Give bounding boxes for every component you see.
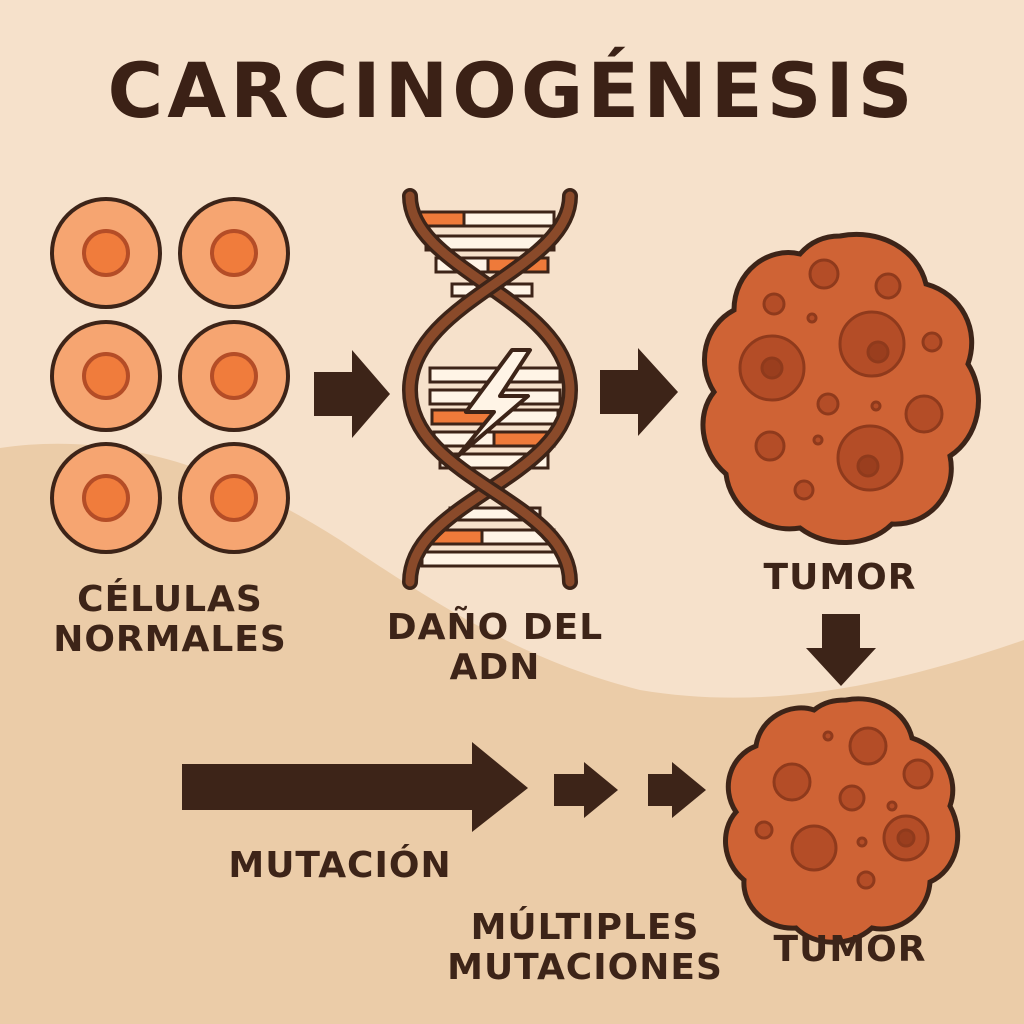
normal-cells-label-line-1: CÉLULAS [77, 579, 263, 620]
normal-cells-label-line-2: NORMALES [53, 619, 287, 661]
arrow-right-icon [648, 762, 706, 818]
dna-double-helix-icon [401, 188, 579, 590]
page-title: CARCINOGÉNESIS [107, 46, 917, 135]
normal-cell-icon [178, 197, 290, 309]
dna-damage-label: DAÑO DEL ADN [350, 607, 640, 689]
arrow-down-icon [806, 614, 876, 686]
normal-cell-icon [50, 197, 162, 309]
tumor-mass-icon [700, 232, 981, 545]
arrow-right-icon [554, 762, 618, 818]
normal-cell-icon [50, 442, 162, 554]
normal-cells-label: CÉLULAS NORMALES [20, 579, 320, 661]
arrow-right-icon [314, 350, 390, 438]
lightning-bolt-icon [456, 348, 532, 458]
multiple-mutations-label: MÚLTIPLES MUTACIONES [400, 907, 770, 989]
normal-cells-group [50, 197, 290, 554]
normal-cell-icon [178, 442, 290, 554]
dna-damage-label-line-1: DAÑO DEL [386, 607, 604, 648]
multiple-mutations-label-line-1: MÚLTIPLES [470, 907, 700, 948]
mutation-label: MUTACIÓN [228, 845, 452, 886]
normal-cell-icon [50, 320, 162, 432]
tumor-label-bottom: TUMOR [773, 929, 927, 970]
normal-cell-icon [178, 320, 290, 432]
multiple-mutations-label-line-2: MUTACIONES [447, 947, 723, 989]
arrow-right-icon [600, 348, 678, 436]
dna-damage-label-line-2: ADN [449, 647, 541, 689]
mutation-arrow-icon [182, 742, 528, 832]
tumor-label-top: TUMOR [763, 557, 917, 598]
tumor-mass-icon [723, 696, 961, 945]
